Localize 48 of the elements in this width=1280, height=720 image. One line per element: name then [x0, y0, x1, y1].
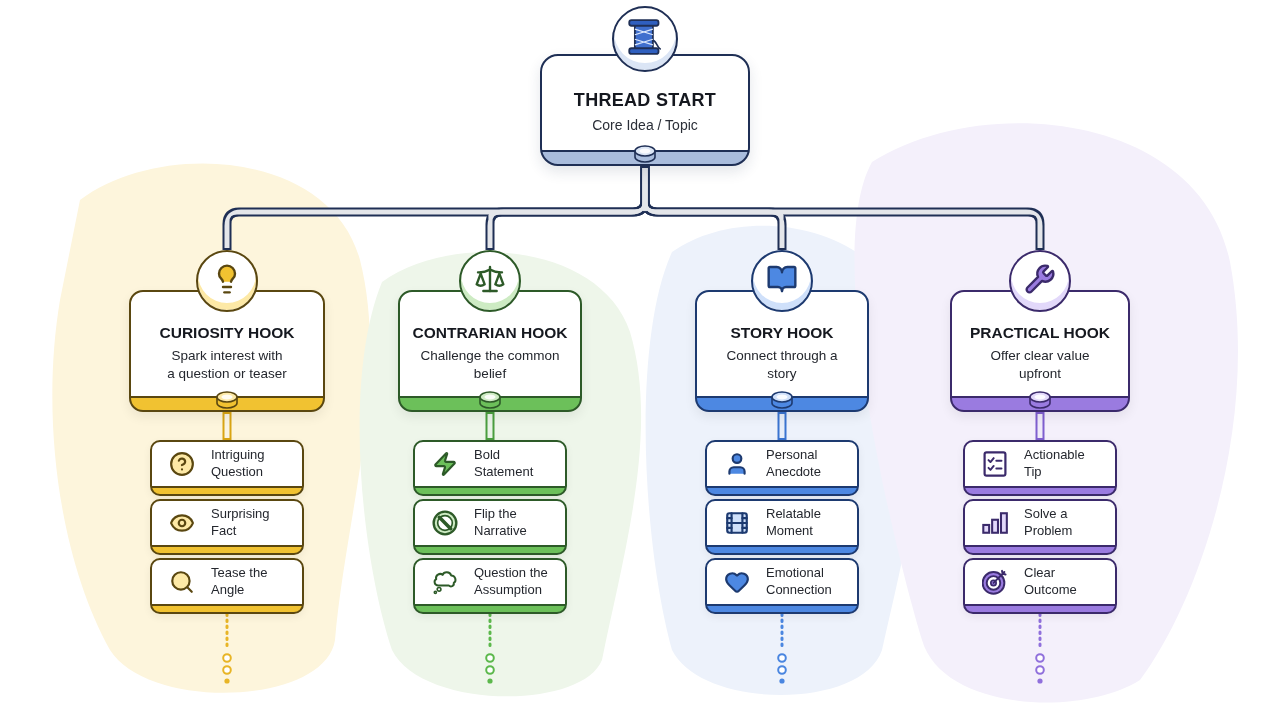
dotted-connector: [485, 612, 495, 685]
hook-item-card: [963, 440, 1117, 496]
hook-item-label: Personal Anecdote: [766, 447, 822, 481]
hook-title: CONTRARIAN HOOK: [412, 324, 568, 342]
hook-item-label: Emotional Connection: [766, 565, 833, 599]
hook-item-card: [705, 499, 859, 555]
dotted-connector: [222, 612, 232, 685]
start-title: THREAD START: [573, 90, 717, 111]
hook-item-label: Intriguing Question: [211, 447, 266, 481]
hook-item-card: [963, 558, 1117, 614]
hook-title: PRACTICAL HOOK: [969, 324, 1111, 342]
hook-description: Spark interest with a question or teaser: [166, 347, 288, 384]
connector-tube: [640, 166, 1045, 250]
hook-item-label: Flip the Narrative: [474, 506, 528, 540]
connector-tube: [485, 412, 495, 440]
start-subtitle: Core Idea / Topic: [592, 117, 698, 133]
hook-description: Offer clear value upfront: [989, 347, 1091, 384]
hook-description: Challenge the common belief: [419, 347, 561, 384]
hook-title: STORY HOOK: [730, 324, 834, 342]
hook-item-label: Relatable Moment: [766, 506, 822, 540]
hook-description: Connect through a story: [725, 347, 839, 384]
hook-item-card: [705, 558, 859, 614]
hook-item-card: [150, 440, 304, 496]
hook-item-label: Solve a Problem: [1024, 506, 1074, 540]
hook-item-card: [705, 440, 859, 496]
hook-item-label: Clear Outcome: [1024, 565, 1078, 599]
hook-item-label: Surprising Fact: [211, 506, 271, 540]
hook-item-card: [150, 558, 304, 614]
hook-item-card: [413, 499, 567, 555]
hook-item-card: [963, 499, 1117, 555]
hook-item-card: [413, 440, 567, 496]
dotted-connector: [1035, 612, 1045, 685]
hook-item-card: [150, 499, 304, 555]
connector-tube: [1035, 412, 1045, 440]
connector-tube: [777, 412, 787, 440]
hook-card: [398, 250, 582, 412]
hook-title: CURIOSITY HOOK: [159, 324, 295, 342]
dotted-connector: [777, 612, 787, 685]
hook-card: [950, 250, 1130, 412]
hook-item-label: Tease the Angle: [211, 565, 269, 599]
hook-card: [129, 250, 325, 412]
start-card: [540, 6, 750, 166]
hook-item-label: Bold Statement: [474, 447, 535, 481]
hook-card: [695, 250, 869, 412]
hook-item-label: Question the Assumption: [474, 565, 549, 599]
hook-item-card: [413, 558, 567, 614]
hook-item-label: Actionable Tip: [1024, 447, 1086, 481]
connector-tube: [222, 412, 232, 440]
